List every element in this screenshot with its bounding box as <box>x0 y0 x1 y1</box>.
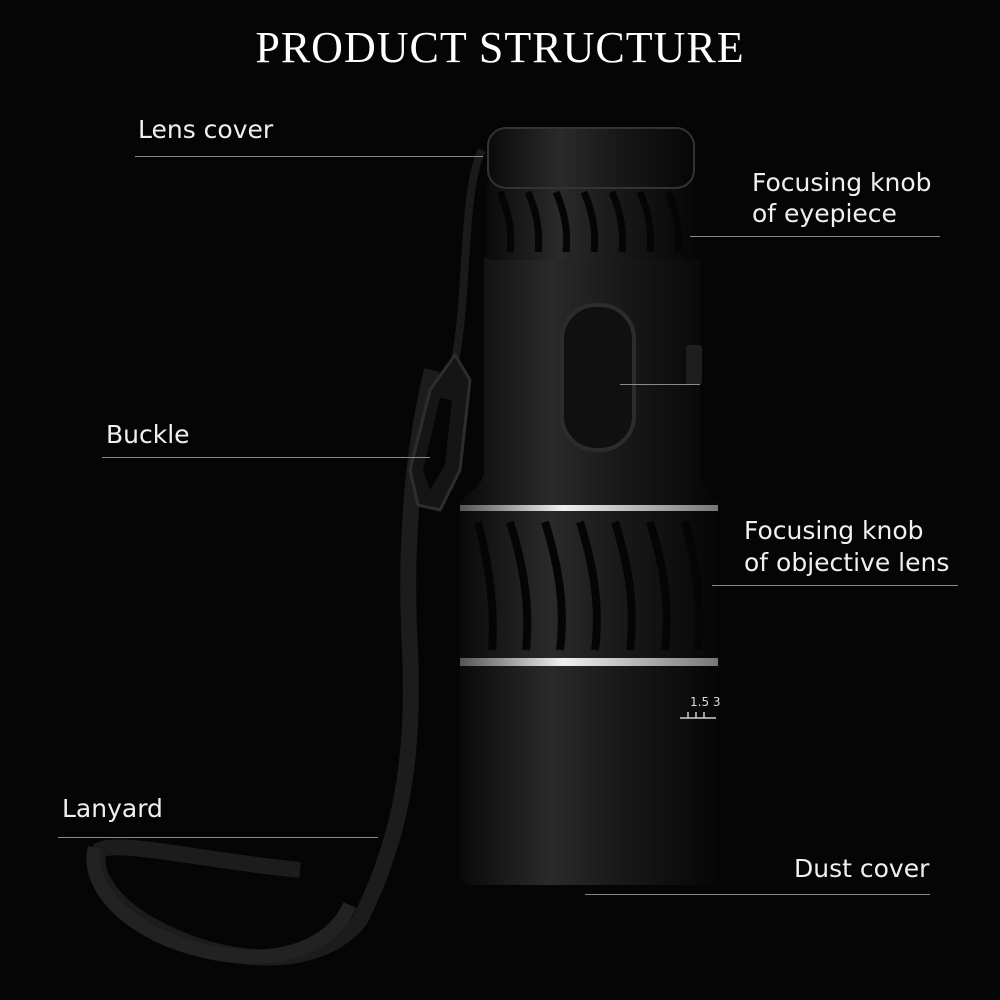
upper-silver-ring <box>460 503 718 511</box>
leader-lanyard <box>58 837 378 838</box>
label-lanyard: Lanyard <box>62 794 163 823</box>
objective-ring-grip <box>474 520 704 651</box>
eyepiece-cap <box>487 127 695 189</box>
leader-thumb-grip <box>620 384 700 385</box>
objective-barrel <box>460 660 718 885</box>
label-lens-cover: Lens cover <box>138 115 274 144</box>
lanyard-loop <box>86 845 357 964</box>
objective-focus-ring <box>460 505 718 665</box>
side-button <box>686 345 702 385</box>
thumb-grip <box>560 303 636 452</box>
leader-buckle <box>102 457 430 458</box>
buckle-clip <box>408 352 472 512</box>
distance-scale: 1.5 3 <box>680 695 721 719</box>
scale-marking-text: 1.5 3 <box>690 695 721 709</box>
lanyard-strap <box>89 368 440 966</box>
label-eyepiece-knob-1: Focusing knob <box>752 168 932 197</box>
label-objective-knob-1: Focusing knob <box>744 516 924 545</box>
lens-cover-strap <box>451 148 486 361</box>
page-title: PRODUCT STRUCTURE <box>255 23 745 72</box>
leader-lens-cover <box>135 156 483 157</box>
label-eyepiece-knob-2: of eyepiece <box>752 199 897 228</box>
lower-silver-ring <box>460 658 718 666</box>
leader-objective-knob <box>712 585 958 586</box>
leader-dust-cover <box>585 894 930 895</box>
label-buckle: Buckle <box>106 420 190 449</box>
label-dust-cover: Dust cover <box>794 854 930 883</box>
leader-eyepiece-knob <box>690 236 940 237</box>
eyepiece-ring-grip <box>496 190 683 253</box>
label-objective-knob-2: of objective lens <box>744 548 950 577</box>
